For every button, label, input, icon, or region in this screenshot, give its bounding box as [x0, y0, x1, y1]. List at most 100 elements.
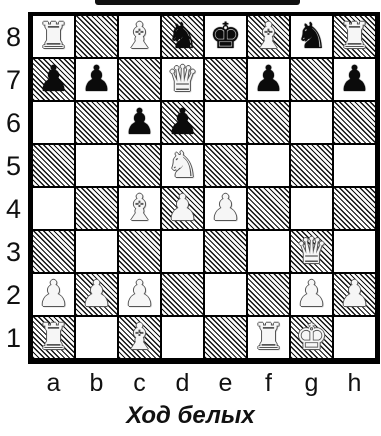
square-a4[interactable] — [32, 187, 75, 230]
white-bishop-icon[interactable]: ♝ — [249, 17, 289, 57]
square-e5[interactable] — [204, 144, 247, 187]
square-d1[interactable] — [161, 316, 204, 359]
square-d6[interactable]: ♟ — [161, 101, 204, 144]
square-c3[interactable] — [118, 230, 161, 273]
square-g5[interactable] — [290, 144, 333, 187]
square-d4[interactable]: ♟ — [161, 187, 204, 230]
black-pawn-icon[interactable]: ♟ — [249, 60, 289, 100]
square-b3[interactable] — [75, 230, 118, 273]
white-knight-icon[interactable]: ♞ — [163, 146, 203, 186]
square-h2[interactable]: ♟ — [333, 273, 376, 316]
square-a5[interactable] — [32, 144, 75, 187]
square-d8[interactable]: ♞ — [161, 15, 204, 58]
square-b2[interactable]: ♟ — [75, 273, 118, 316]
square-g3[interactable]: ♛ — [290, 230, 333, 273]
file-label-h: h — [333, 368, 376, 400]
square-g4[interactable] — [290, 187, 333, 230]
square-b6[interactable] — [75, 101, 118, 144]
square-b4[interactable] — [75, 187, 118, 230]
white-queen-icon[interactable]: ♛ — [163, 60, 203, 100]
square-g2[interactable]: ♟ — [290, 273, 333, 316]
square-c1[interactable]: ♝ — [118, 316, 161, 359]
square-b1[interactable] — [75, 316, 118, 359]
white-rook-icon[interactable]: ♜ — [34, 318, 74, 358]
square-c2[interactable]: ♟ — [118, 273, 161, 316]
square-g1[interactable]: ♚ — [290, 316, 333, 359]
square-e4[interactable]: ♟ — [204, 187, 247, 230]
chess-board[interactable]: ♜♝♞♚♝♞♜♟♟♛♟♟♟♟♞♝♟♟♛♟♟♟♟♟♜♝♜♚ — [32, 15, 376, 359]
white-pawn-icon[interactable]: ♟ — [163, 189, 203, 229]
square-a1[interactable]: ♜ — [32, 316, 75, 359]
white-king-icon[interactable]: ♚ — [292, 318, 332, 358]
square-d5[interactable]: ♞ — [161, 144, 204, 187]
white-pawn-icon[interactable]: ♟ — [34, 275, 74, 315]
white-rook-icon[interactable]: ♜ — [34, 17, 74, 57]
square-c5[interactable] — [118, 144, 161, 187]
white-bishop-icon[interactable]: ♝ — [120, 189, 160, 229]
square-c8[interactable]: ♝ — [118, 15, 161, 58]
white-queen-icon[interactable]: ♛ — [292, 232, 332, 272]
square-g8[interactable]: ♞ — [290, 15, 333, 58]
square-f3[interactable] — [247, 230, 290, 273]
square-e8[interactable]: ♚ — [204, 15, 247, 58]
black-pawn-icon[interactable]: ♟ — [163, 103, 203, 143]
square-a7[interactable]: ♟ — [32, 58, 75, 101]
white-pawn-icon[interactable]: ♟ — [206, 189, 246, 229]
square-g7[interactable] — [290, 58, 333, 101]
black-king-icon[interactable]: ♚ — [206, 17, 246, 57]
file-label-e: e — [204, 368, 247, 400]
black-pawn-icon[interactable]: ♟ — [335, 60, 375, 100]
square-d7[interactable]: ♛ — [161, 58, 204, 101]
white-pawn-icon[interactable]: ♟ — [120, 275, 160, 315]
square-h1[interactable] — [333, 316, 376, 359]
black-pawn-icon[interactable]: ♟ — [120, 103, 160, 143]
rank-label-2: 2 — [6, 273, 26, 317]
square-g6[interactable] — [290, 101, 333, 144]
white-bishop-icon[interactable]: ♝ — [120, 318, 160, 358]
black-knight-icon[interactable]: ♞ — [292, 17, 332, 57]
square-e2[interactable] — [204, 273, 247, 316]
white-rook-icon[interactable]: ♜ — [249, 318, 289, 358]
square-f8[interactable]: ♝ — [247, 15, 290, 58]
white-pawn-icon[interactable]: ♟ — [335, 275, 375, 315]
square-h8[interactable]: ♜ — [333, 15, 376, 58]
black-knight-icon[interactable]: ♞ — [163, 17, 203, 57]
square-c6[interactable]: ♟ — [118, 101, 161, 144]
black-pawn-icon[interactable]: ♟ — [34, 60, 74, 100]
white-bishop-icon[interactable]: ♝ — [120, 17, 160, 57]
white-pawn-icon[interactable]: ♟ — [77, 275, 117, 315]
square-a2[interactable]: ♟ — [32, 273, 75, 316]
square-f5[interactable] — [247, 144, 290, 187]
square-c4[interactable]: ♝ — [118, 187, 161, 230]
file-label-g: g — [290, 368, 333, 400]
square-f1[interactable]: ♜ — [247, 316, 290, 359]
square-d2[interactable] — [161, 273, 204, 316]
file-label-b: b — [75, 368, 118, 400]
square-h4[interactable] — [333, 187, 376, 230]
square-f4[interactable] — [247, 187, 290, 230]
square-b7[interactable]: ♟ — [75, 58, 118, 101]
square-e3[interactable] — [204, 230, 247, 273]
title-bar-remnant — [95, 0, 300, 5]
square-h3[interactable] — [333, 230, 376, 273]
black-pawn-icon[interactable]: ♟ — [77, 60, 117, 100]
square-a8[interactable]: ♜ — [32, 15, 75, 58]
square-h7[interactable]: ♟ — [333, 58, 376, 101]
square-c7[interactable] — [118, 58, 161, 101]
square-e7[interactable] — [204, 58, 247, 101]
rank-label-3: 3 — [6, 230, 26, 274]
square-e1[interactable] — [204, 316, 247, 359]
square-b8[interactable] — [75, 15, 118, 58]
square-a6[interactable] — [32, 101, 75, 144]
square-h6[interactable] — [333, 101, 376, 144]
white-pawn-icon[interactable]: ♟ — [292, 275, 332, 315]
square-a3[interactable] — [32, 230, 75, 273]
square-f6[interactable] — [247, 101, 290, 144]
square-b5[interactable] — [75, 144, 118, 187]
square-f2[interactable] — [247, 273, 290, 316]
white-rook-icon[interactable]: ♜ — [335, 17, 375, 57]
square-f7[interactable]: ♟ — [247, 58, 290, 101]
square-e6[interactable] — [204, 101, 247, 144]
square-d3[interactable] — [161, 230, 204, 273]
square-h5[interactable] — [333, 144, 376, 187]
